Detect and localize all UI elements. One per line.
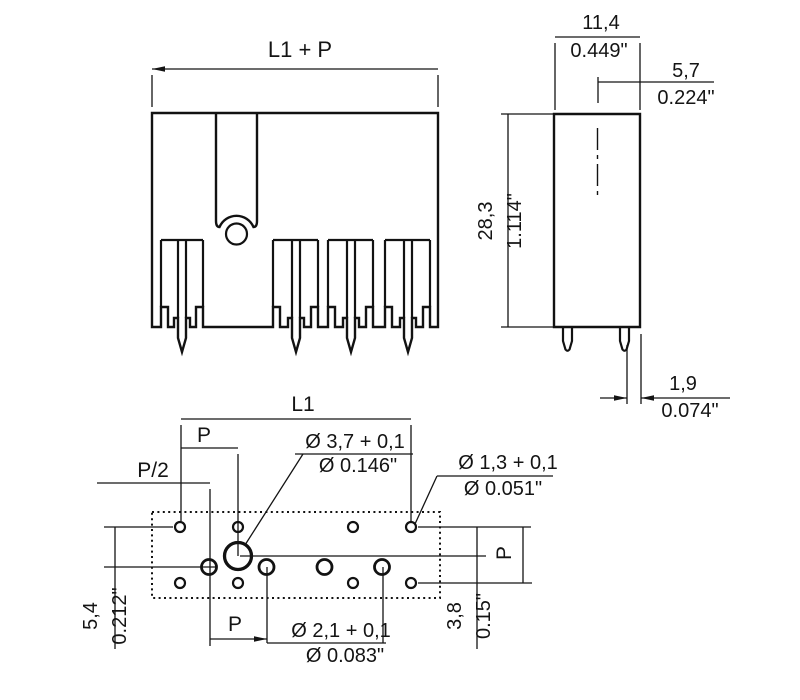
small-hole — [346, 576, 360, 590]
dim-pitch-bottom: P — [228, 613, 242, 636]
dim-center-offset-in: 0.224" — [657, 87, 714, 109]
small-hole — [173, 576, 187, 590]
front-body-outline — [150, 111, 440, 357]
small-hole — [173, 520, 187, 534]
dim-middle-hole-mm: Ø 2,1 + 0,1 — [291, 620, 391, 642]
middle-hole — [315, 558, 334, 576]
small-hole — [346, 520, 360, 534]
front-latch-slot — [214, 113, 259, 229]
footprint-view — [151, 511, 441, 599]
dim-pin-offset-in: 0.074" — [661, 400, 718, 422]
dim-small-hole-mm: Ø 1,3 + 0,1 — [458, 452, 558, 474]
dimensions: L1 + P 11,4 0.449" 5,7 0.224" 28,3 1.114… — [80, 12, 730, 667]
dim-large-hole-offset-mm: 3,8 — [444, 602, 466, 630]
front-peg-hole — [224, 222, 249, 246]
dim-large-hole-mm: Ø 3,7 + 0,1 — [305, 431, 405, 453]
dim-body-width-in: 0.449" — [570, 40, 627, 62]
footprint-outline — [151, 511, 441, 599]
side-view — [552, 112, 642, 352]
dim-body-width-mm: 11,4 — [582, 12, 619, 34]
dim-pitch-top: P — [197, 424, 211, 447]
dim-pitch-vertical: P — [493, 546, 516, 560]
small-hole — [231, 576, 245, 590]
dim-center-offset-mm: 5,7 — [672, 60, 700, 82]
dim-large-hole-offset-in: 0.15" — [473, 593, 495, 639]
dim-l1: L1 — [291, 393, 314, 416]
dimension-lines — [114, 36, 640, 639]
small-holes-top-row — [173, 520, 418, 534]
dim-pin-offset-mm: 1,9 — [669, 373, 697, 395]
small-hole — [404, 520, 418, 534]
dim-large-hole-in: Ø 0.146" — [319, 455, 397, 477]
extension-lines — [97, 43, 714, 649]
small-holes-bottom-row — [173, 576, 418, 590]
dim-small-hole-in: Ø 0.051" — [464, 478, 542, 500]
front-view — [150, 111, 440, 357]
dim-half-pitch: P/2 — [137, 459, 169, 482]
dim-height-mm: 28,3 — [475, 202, 497, 241]
side-body-outline — [552, 112, 642, 329]
small-hole — [404, 576, 418, 590]
dim-middle-hole-in: Ø 0.083" — [306, 645, 384, 667]
dim-row-offset-in: 0.212" — [109, 587, 131, 644]
dim-height-in: 1.114" — [504, 193, 526, 249]
middle-hole — [373, 558, 391, 576]
side-pin-left — [561, 327, 574, 352]
dim-overall-width: L1 + P — [268, 37, 332, 62]
dim-row-offset-mm: 5,4 — [80, 602, 102, 630]
